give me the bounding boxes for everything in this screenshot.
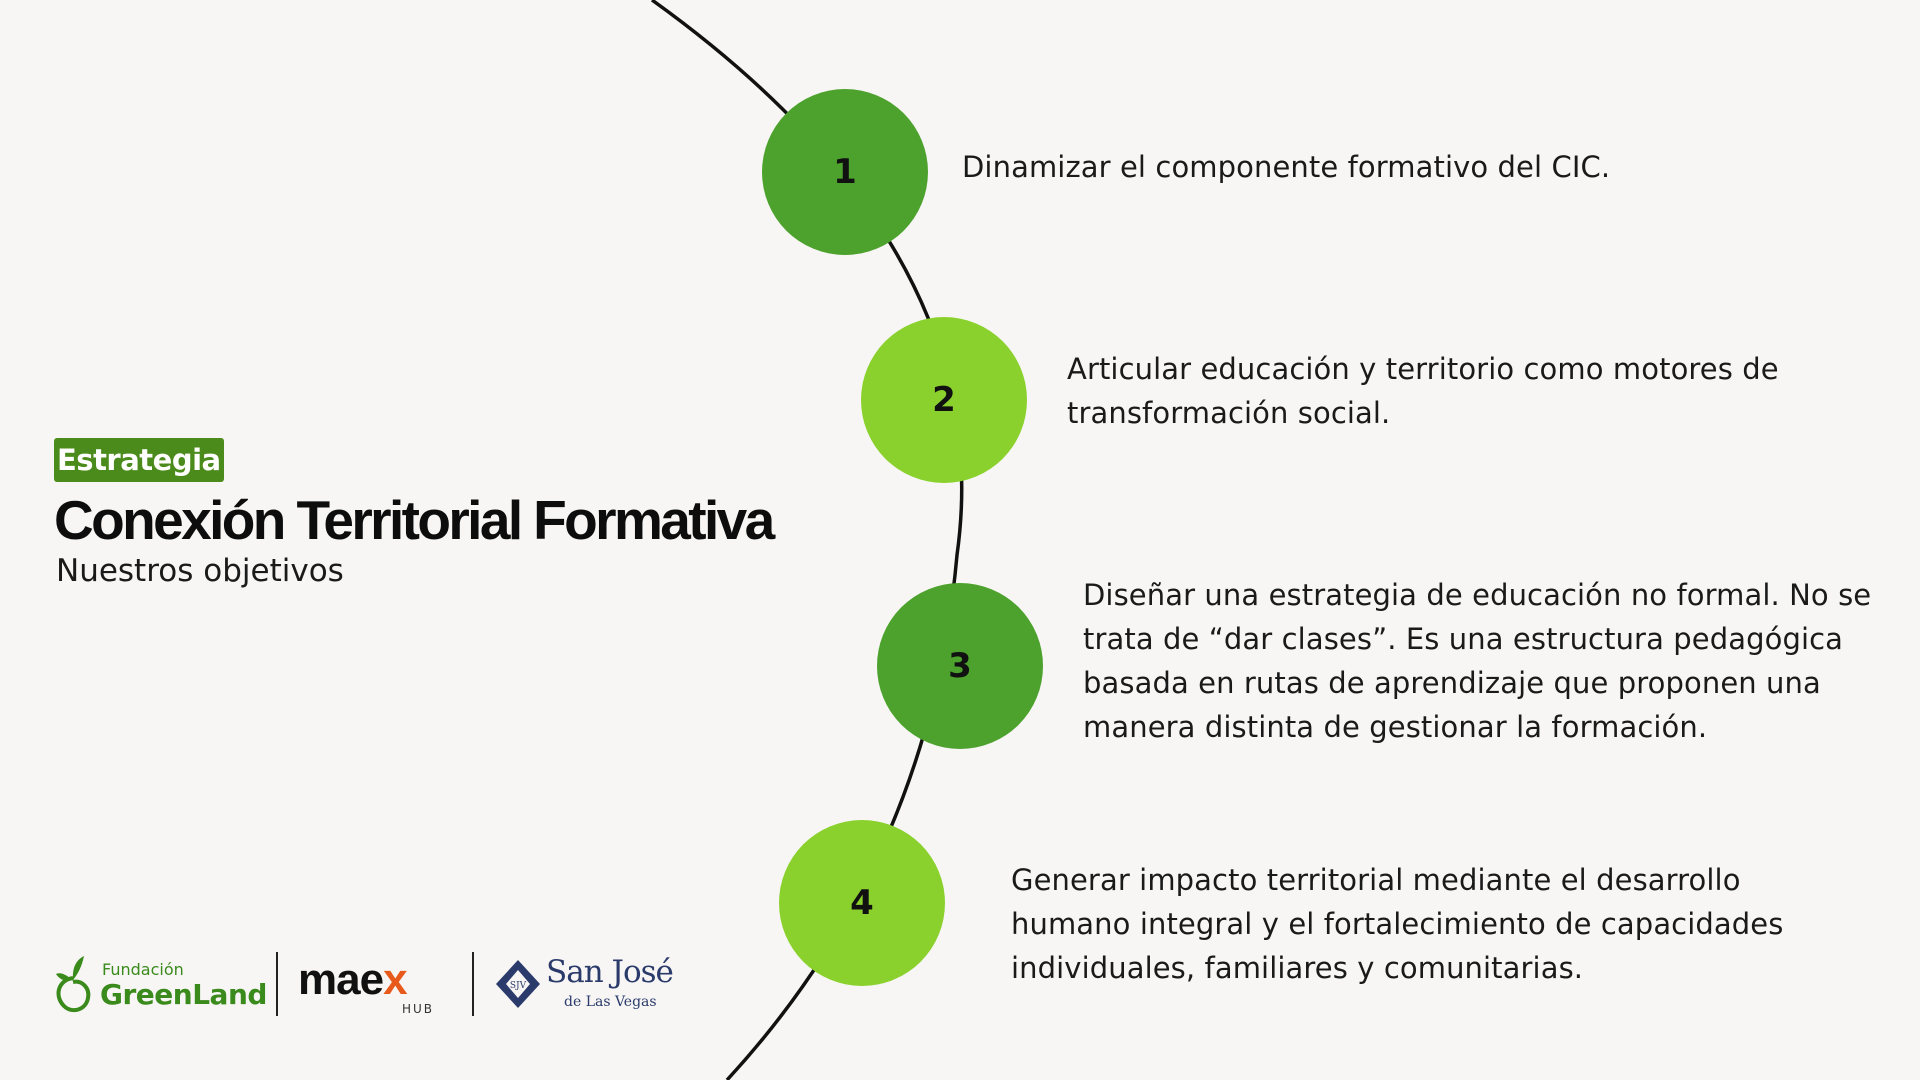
objective-number-4-label: 4 — [850, 883, 874, 923]
objective-number-2-label: 2 — [932, 380, 956, 420]
objective-number-3: 3 — [877, 583, 1043, 749]
partner-logos: Fundación GreenLand maex HUB SJV San Jos… — [50, 948, 674, 1022]
sprout-icon — [56, 956, 91, 1013]
greenland-logo-top: Fundación — [102, 960, 184, 979]
section-tag: Estrategia — [54, 438, 224, 482]
objective-number-3-label: 3 — [948, 646, 972, 686]
maex-wordmark: maex — [298, 955, 408, 1004]
objective-number-1-label: 1 — [833, 152, 857, 192]
objective-number-1: 1 — [762, 89, 928, 255]
maex-logo: maex HUB — [298, 955, 448, 1017]
maex-hub: HUB — [402, 1002, 435, 1016]
page-title: Conexión Territorial Formativa — [54, 489, 775, 551]
maex-x: x — [383, 955, 408, 1004]
objective-text-2: Articular educación y territorio como mo… — [1067, 352, 1779, 430]
sanjose-sub: de Las Vegas — [564, 994, 657, 1010]
maex-word: mae — [298, 955, 384, 1004]
objective-text-1: Dinamizar el componente formativo del CI… — [962, 150, 1611, 184]
objective-text-3: Diseñar una estrategia de educación no f… — [1083, 578, 1872, 744]
logo-divider — [472, 952, 474, 1016]
sanjose-emblem-icon: SJV — [496, 960, 540, 1008]
sanjose-name: San José — [546, 954, 674, 990]
objective-number-2: 2 — [861, 317, 1027, 483]
objective-number-4: 4 — [779, 820, 945, 986]
greenland-logo-bottom: GreenLand — [100, 978, 267, 1011]
objective-text-4: Generar impacto territorial mediante el … — [1011, 863, 1784, 985]
sanjose-logo: SJV San José de Las Vegas — [494, 954, 674, 1016]
page-subtitle: Nuestros objetivos — [56, 553, 344, 589]
logo-divider — [276, 952, 278, 1016]
greenland-logo: Fundación GreenLand — [50, 952, 267, 1016]
sanjose-badge: SJV — [510, 981, 527, 991]
